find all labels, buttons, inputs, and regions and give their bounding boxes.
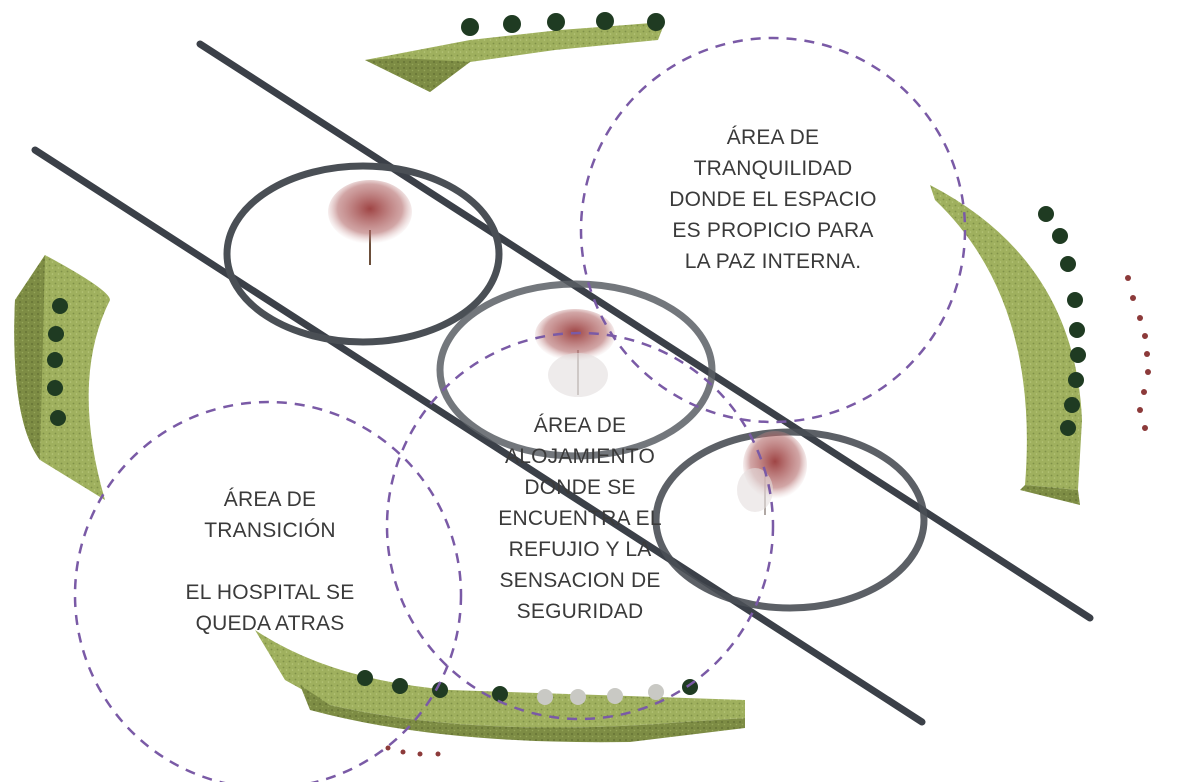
small-plants — [385, 275, 1151, 757]
zone-label-line: SEGURIDAD — [516, 600, 644, 623]
shrub-icon — [52, 298, 68, 314]
shrub-icon — [492, 686, 508, 702]
zone-label-line: LA PAZ INTERNA. — [684, 250, 862, 273]
shrub-icon — [357, 670, 373, 686]
shrub-icon — [607, 688, 623, 704]
shrub-icon — [503, 15, 521, 33]
shrub-icon — [48, 326, 64, 342]
shrub-icon — [648, 684, 664, 700]
zone-label-line: EL HOSPITAL SE — [185, 581, 355, 604]
zone-label-line: ÁREA DE — [533, 414, 627, 437]
zone-label-line: REFUJIO Y LA — [508, 538, 652, 561]
tree-icon — [535, 309, 615, 397]
path-line-upper — [196, 40, 1094, 622]
zone-label-line: ÁREA DE — [223, 488, 317, 511]
zone-outline-transicion — [73, 400, 463, 782]
shrub-icon — [537, 689, 553, 705]
shrub-icon — [1068, 372, 1084, 388]
berm-top — [365, 12, 665, 92]
berm-left — [14, 255, 110, 500]
zone-label-line: DONDE EL ESPACIO — [669, 188, 877, 211]
ring-middle — [436, 280, 716, 460]
shrub-icon — [1064, 397, 1080, 413]
spacer — [150, 546, 390, 577]
tree-icon — [737, 431, 807, 515]
zone-label-line: TRANQUILIDAD — [693, 157, 853, 180]
ring-lower — [652, 428, 928, 612]
shrub-icon — [47, 380, 63, 396]
zone-label-line: ÁREA DE — [726, 126, 820, 149]
ring-upper — [223, 162, 503, 346]
berm-bottom — [255, 630, 745, 743]
zone-label-line: ENCUENTRA EL — [498, 507, 662, 530]
shrub-icon — [392, 678, 408, 694]
zone-label-line: TRANSICIÓN — [204, 519, 336, 542]
shrub-icon — [547, 13, 565, 31]
berm-right — [930, 185, 1086, 505]
shrub-icon — [1067, 292, 1083, 308]
zone-outline-alojamiento — [385, 331, 775, 721]
zone-label-tranquilidad: ÁREA DE TRANQUILIDAD DONDE EL ESPACIO ES… — [623, 122, 923, 277]
shrub-icon — [596, 12, 614, 30]
zone-label-alojamiento: ÁREA DE ALOJAMIENTO DONDE SE ENCUENTRA E… — [450, 410, 710, 627]
zone-label-line: SENSACION DE — [499, 569, 661, 592]
shrub-icon — [461, 18, 479, 36]
shrub-icon — [1052, 228, 1068, 244]
shrub-icon — [570, 689, 586, 705]
zone-outline-tranquilidad — [579, 36, 967, 424]
tree-icon — [328, 180, 412, 265]
shrub-icon — [47, 352, 63, 368]
shrub-icon — [682, 679, 698, 695]
shrub-icon — [50, 410, 66, 426]
zone-label-line: ALOJAMIENTO — [504, 445, 655, 468]
shrub-icon — [1060, 420, 1076, 436]
zone-label-transicion: ÁREA DE TRANSICIÓN EL HOSPITAL SE QUEDA … — [150, 484, 390, 639]
zone-label-line: ES PROPICIO PARA — [672, 219, 874, 242]
shrub-icon — [1060, 256, 1076, 272]
zone-label-line: DONDE SE — [524, 476, 636, 499]
zone-label-line: QUEDA ATRAS — [195, 612, 345, 635]
shrub-icon — [1038, 206, 1054, 222]
path-line-lower — [31, 146, 926, 726]
shrub-icon — [647, 13, 665, 31]
shrub-icon — [1070, 347, 1086, 363]
shrub-icon — [432, 682, 448, 698]
shrub-icon — [1069, 322, 1085, 338]
